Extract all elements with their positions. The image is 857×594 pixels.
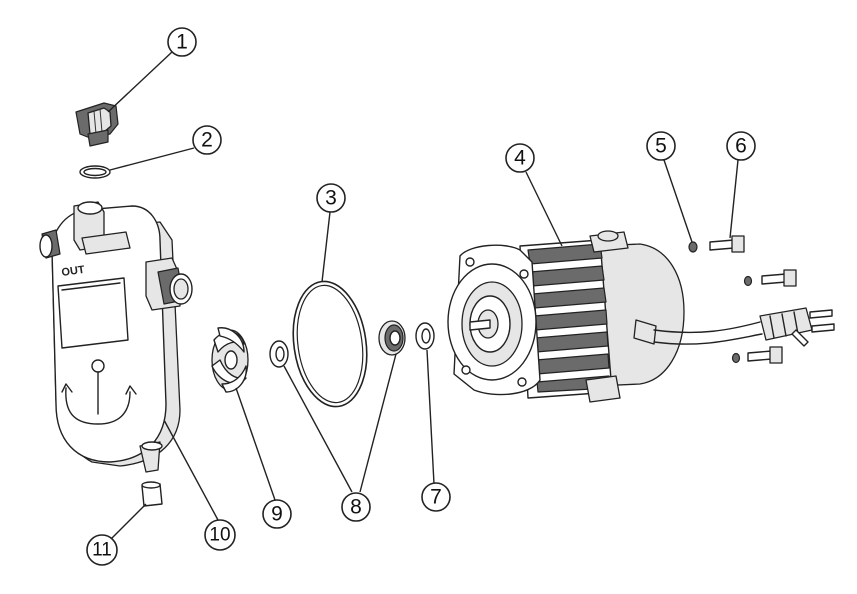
callout-6-label: 6 [735,135,747,158]
callout-2-label: 2 [201,129,213,152]
part-pump-housing: OUT IN [39,201,193,473]
part-bolt-extra-1 [743,269,797,287]
callout-7-label: 7 [430,486,442,509]
part-drain-plug [141,481,163,507]
power-cord [653,307,835,347]
callout-3: 3 [316,183,346,213]
part-mechanical-seal [378,320,406,356]
callout-3-label: 3 [325,187,337,210]
part-nut [688,241,698,253]
part-gasket-small [79,165,111,179]
part-washer-left [269,340,289,368]
callout-5: 5 [646,131,676,161]
callout-1-label: 1 [176,31,188,54]
leader-lines [107,51,739,541]
callout-10-label: 10 [209,525,230,546]
callout-4-label: 4 [514,147,526,170]
callout-6: 6 [726,131,756,161]
callout-5-label: 5 [655,135,667,158]
part-impeller [211,327,249,393]
part-bolt-extra-2 [731,346,783,364]
callout-9-label: 9 [271,503,283,526]
callout-1: 1 [167,27,197,57]
callout-7: 7 [421,482,451,512]
part-o-ring-large [292,280,368,408]
callout-8: 8 [341,492,371,522]
part-bolt [709,235,745,253]
callout-4: 4 [505,143,535,173]
part-motor [447,230,685,403]
housing-out-label: OUT [61,264,86,279]
part-washer-right [415,322,435,350]
part-cap-nut [75,102,119,147]
callout-10: 10 [204,519,236,551]
callout-9: 9 [262,499,292,529]
callout-11-label: 11 [92,540,112,561]
callout-11: 11 [86,534,118,566]
callout-8-label: 8 [350,496,362,519]
callout-2: 2 [192,125,222,155]
